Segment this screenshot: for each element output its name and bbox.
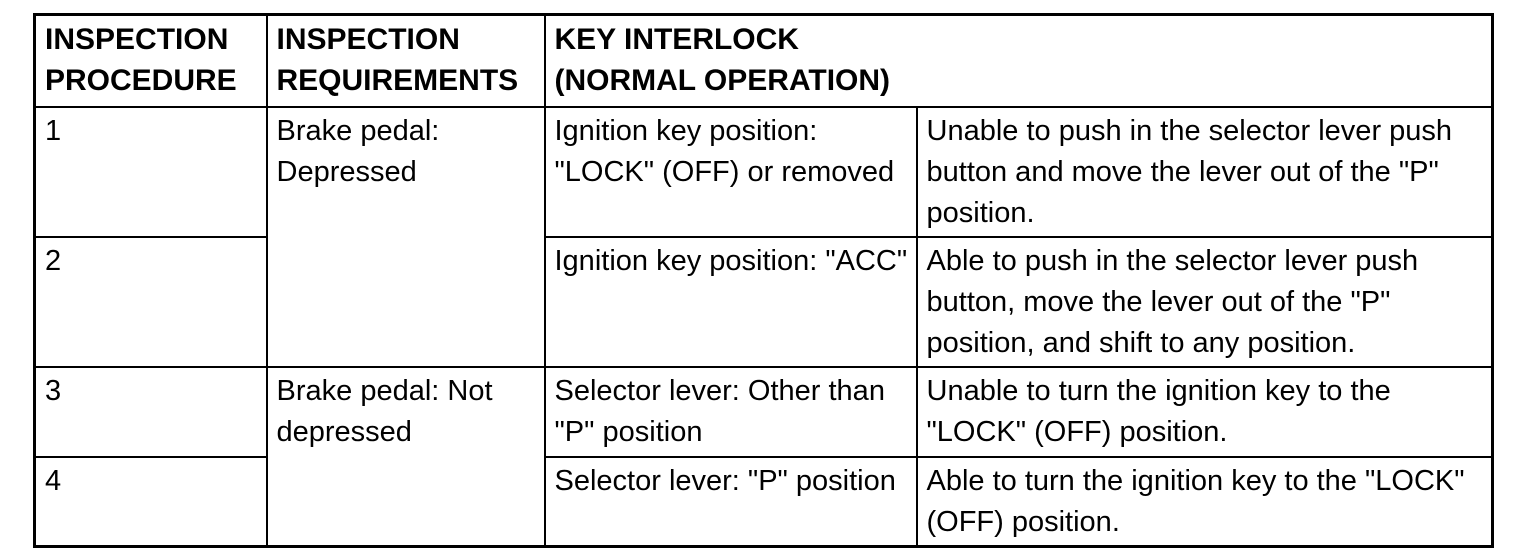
key-condition-cell: Selector lever: Other than "P" position bbox=[543, 365, 918, 458]
procedure-number-cell: 1 bbox=[33, 105, 268, 238]
table-row: 4 Selector lever: "P" position Able to t… bbox=[33, 455, 1494, 547]
header-key-interlock-normal-operation: KEY INTERLOCK (NORMAL OPERATION) bbox=[543, 13, 1494, 108]
procedure-number-cell: 3 bbox=[33, 365, 268, 458]
table-row: 3 Brake pedal: Not depressed Selector le… bbox=[33, 365, 1494, 547]
procedure-number-cell: 4 bbox=[33, 455, 268, 547]
result-cell: Unable to turn the ignition key to the "… bbox=[915, 365, 1494, 458]
key-condition-cell: Ignition key position: "ACC" bbox=[543, 235, 918, 368]
header-inspection-requirements: INSPECTION REQUIREMENTS bbox=[265, 13, 546, 108]
inspection-requirement-cell: Brake pedal: Depressed bbox=[265, 105, 546, 368]
table-header-row: INSPECTION PROCEDURE INSPECTION REQUIREM… bbox=[33, 13, 1494, 108]
table-row: 1 Brake pedal: Depressed Ignition key po… bbox=[33, 105, 1494, 368]
inspection-table: INSPECTION PROCEDURE INSPECTION REQUIREM… bbox=[33, 13, 1495, 548]
key-condition-cell: Ignition key position: "LOCK" (OFF) or r… bbox=[543, 105, 918, 238]
result-cell: Able to turn the ignition key to the "LO… bbox=[915, 455, 1494, 547]
table-row: 2 Ignition key position: "ACC" Able to p… bbox=[33, 235, 1494, 368]
header-inspection-procedure: INSPECTION PROCEDURE bbox=[33, 13, 268, 108]
result-cell: Unable to push in the selector lever pus… bbox=[915, 105, 1494, 238]
result-cell: Able to push in the selector lever push … bbox=[915, 235, 1494, 368]
inspection-requirement-cell: Brake pedal: Not depressed bbox=[265, 365, 546, 547]
procedure-number-cell: 2 bbox=[33, 235, 268, 368]
key-condition-cell: Selector lever: "P" position bbox=[543, 455, 918, 547]
